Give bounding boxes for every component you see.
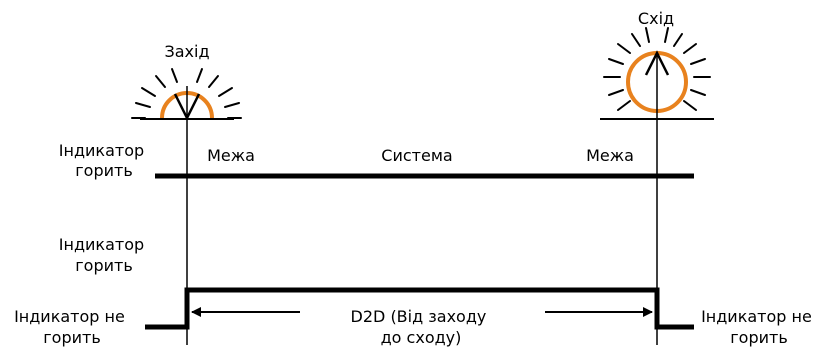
sunrise-label: Схід bbox=[638, 9, 674, 28]
sunrise-rays bbox=[603, 27, 711, 111]
boundary-right-label: Межа bbox=[586, 146, 634, 165]
indicator-off-right-label: Індикатор не горить bbox=[701, 307, 817, 347]
system-label: Система bbox=[381, 146, 452, 165]
d2d-label: D2D (Від заходу до сходу) bbox=[351, 307, 492, 347]
sunset-down-arrow bbox=[173, 93, 201, 121]
indicator-on-top-label: Індикатор горить bbox=[59, 141, 149, 180]
sunset-label: Захід bbox=[164, 42, 209, 61]
sunrise-up-arrow bbox=[644, 50, 670, 76]
indicator-on-mid-label: Індикатор горить bbox=[59, 235, 149, 275]
boundary-left-label: Межа bbox=[207, 146, 255, 165]
d2d-indicator-pulse bbox=[145, 287, 694, 330]
indicator-off-left-label: Індикатор не горить bbox=[14, 307, 130, 347]
